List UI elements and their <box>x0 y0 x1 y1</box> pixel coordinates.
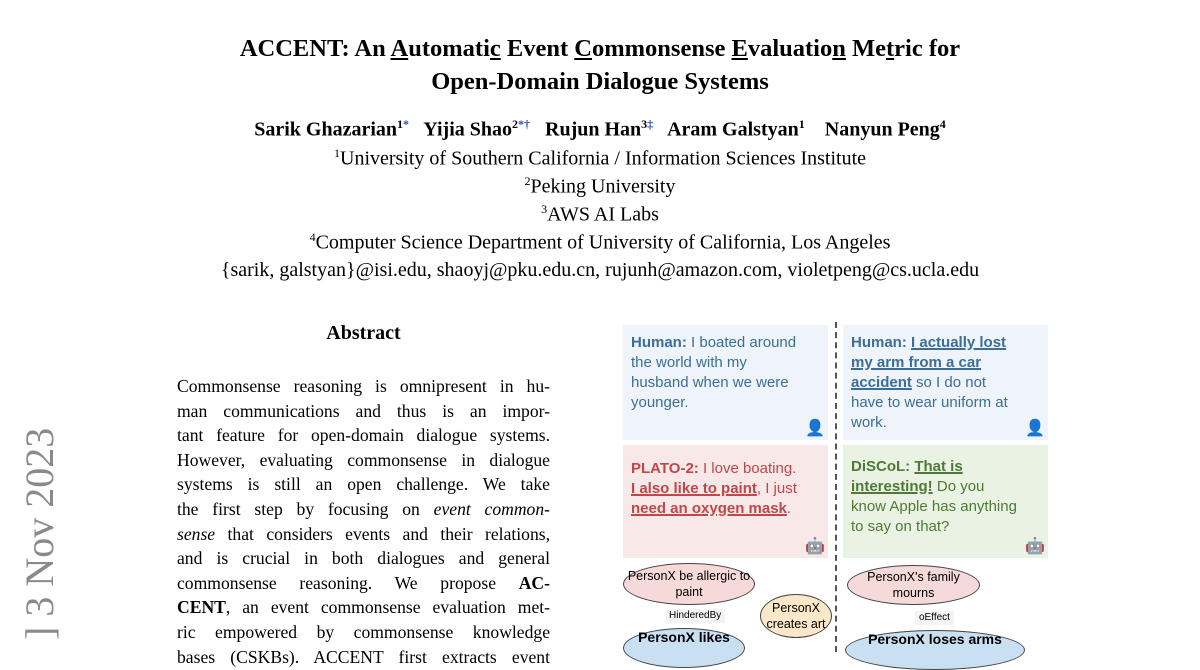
figure-divider <box>835 322 837 652</box>
abstract-line: tant feature for open-domain dialogue sy… <box>177 425 550 446</box>
event-node: PersonX loses arms <box>845 630 1025 670</box>
human-turn-right: Human: I actually lost my arm from a car… <box>843 325 1048 440</box>
affiliation: 3AWS AI Labs <box>541 202 659 226</box>
event-node: PersonX be allergic to paint <box>623 563 755 605</box>
emails: {sarik, galstyan}@isi.edu, shaoyj@pku.ed… <box>220 259 980 281</box>
abstract-line: However, evaluating commonsense in dialo… <box>177 449 550 470</box>
relation-label: HinderedBy <box>665 609 726 623</box>
abstract-heading: Abstract <box>326 322 401 344</box>
arxiv-stamp: ] 3 Nov 2023 <box>17 427 62 640</box>
abstract-line: the first step by focusing on event comm… <box>177 499 551 519</box>
plato-response: PLATO-2: I love boating. I also like to … <box>623 445 828 558</box>
event-node: PersonX's family mourns <box>847 565 980 605</box>
human-turn-left: Human: I boated around the world with my… <box>623 325 828 440</box>
abstract-line: CENT, an event commonsense evaluation me… <box>177 597 550 618</box>
abstract-line: man communications and thus is an impor- <box>177 400 550 421</box>
paper-title-line2: Open-Domain Dialogue Systems <box>431 68 769 95</box>
abstract-line: commonsense reasoning. We propose AC- <box>177 572 550 593</box>
robot-icon: 🤖 <box>805 538 825 555</box>
event-node: PersonX likes <box>623 628 745 668</box>
abstract-line: ric empowered by commonsense knowledge <box>177 622 550 642</box>
user-icon: 👤 <box>805 420 825 437</box>
abstract-line: Commonsense reasoning is omnipresent in … <box>177 376 550 396</box>
user-icon: 👤 <box>1025 420 1045 437</box>
affiliation: 2Peking University <box>524 174 676 198</box>
event-node: PersonX creates art <box>760 594 832 638</box>
relation-label: oEffect <box>915 611 954 625</box>
affiliation: 1University of Southern California / Inf… <box>334 146 866 170</box>
paper-title-line1: ACCENT: An Automatic Event Commonsense E… <box>239 35 961 62</box>
discol-response: DiSCoL: That is interesting! Do you know… <box>843 445 1048 558</box>
abstract-line: bases (CSKBs). ACCENT first extracts eve… <box>177 646 550 667</box>
affiliation: 4Computer Science Department of Universi… <box>309 230 891 254</box>
abstract-line: and is crucial in both dialogues and gen… <box>177 548 550 569</box>
abstract-line: systems is still an open challenge. We t… <box>177 474 550 495</box>
robot-icon: 🤖 <box>1025 538 1045 555</box>
authors: Sarik Ghazarian1* Yijia Shao2*† Rujun Ha… <box>254 117 946 141</box>
abstract-line: sense that considers events and their re… <box>177 523 550 544</box>
